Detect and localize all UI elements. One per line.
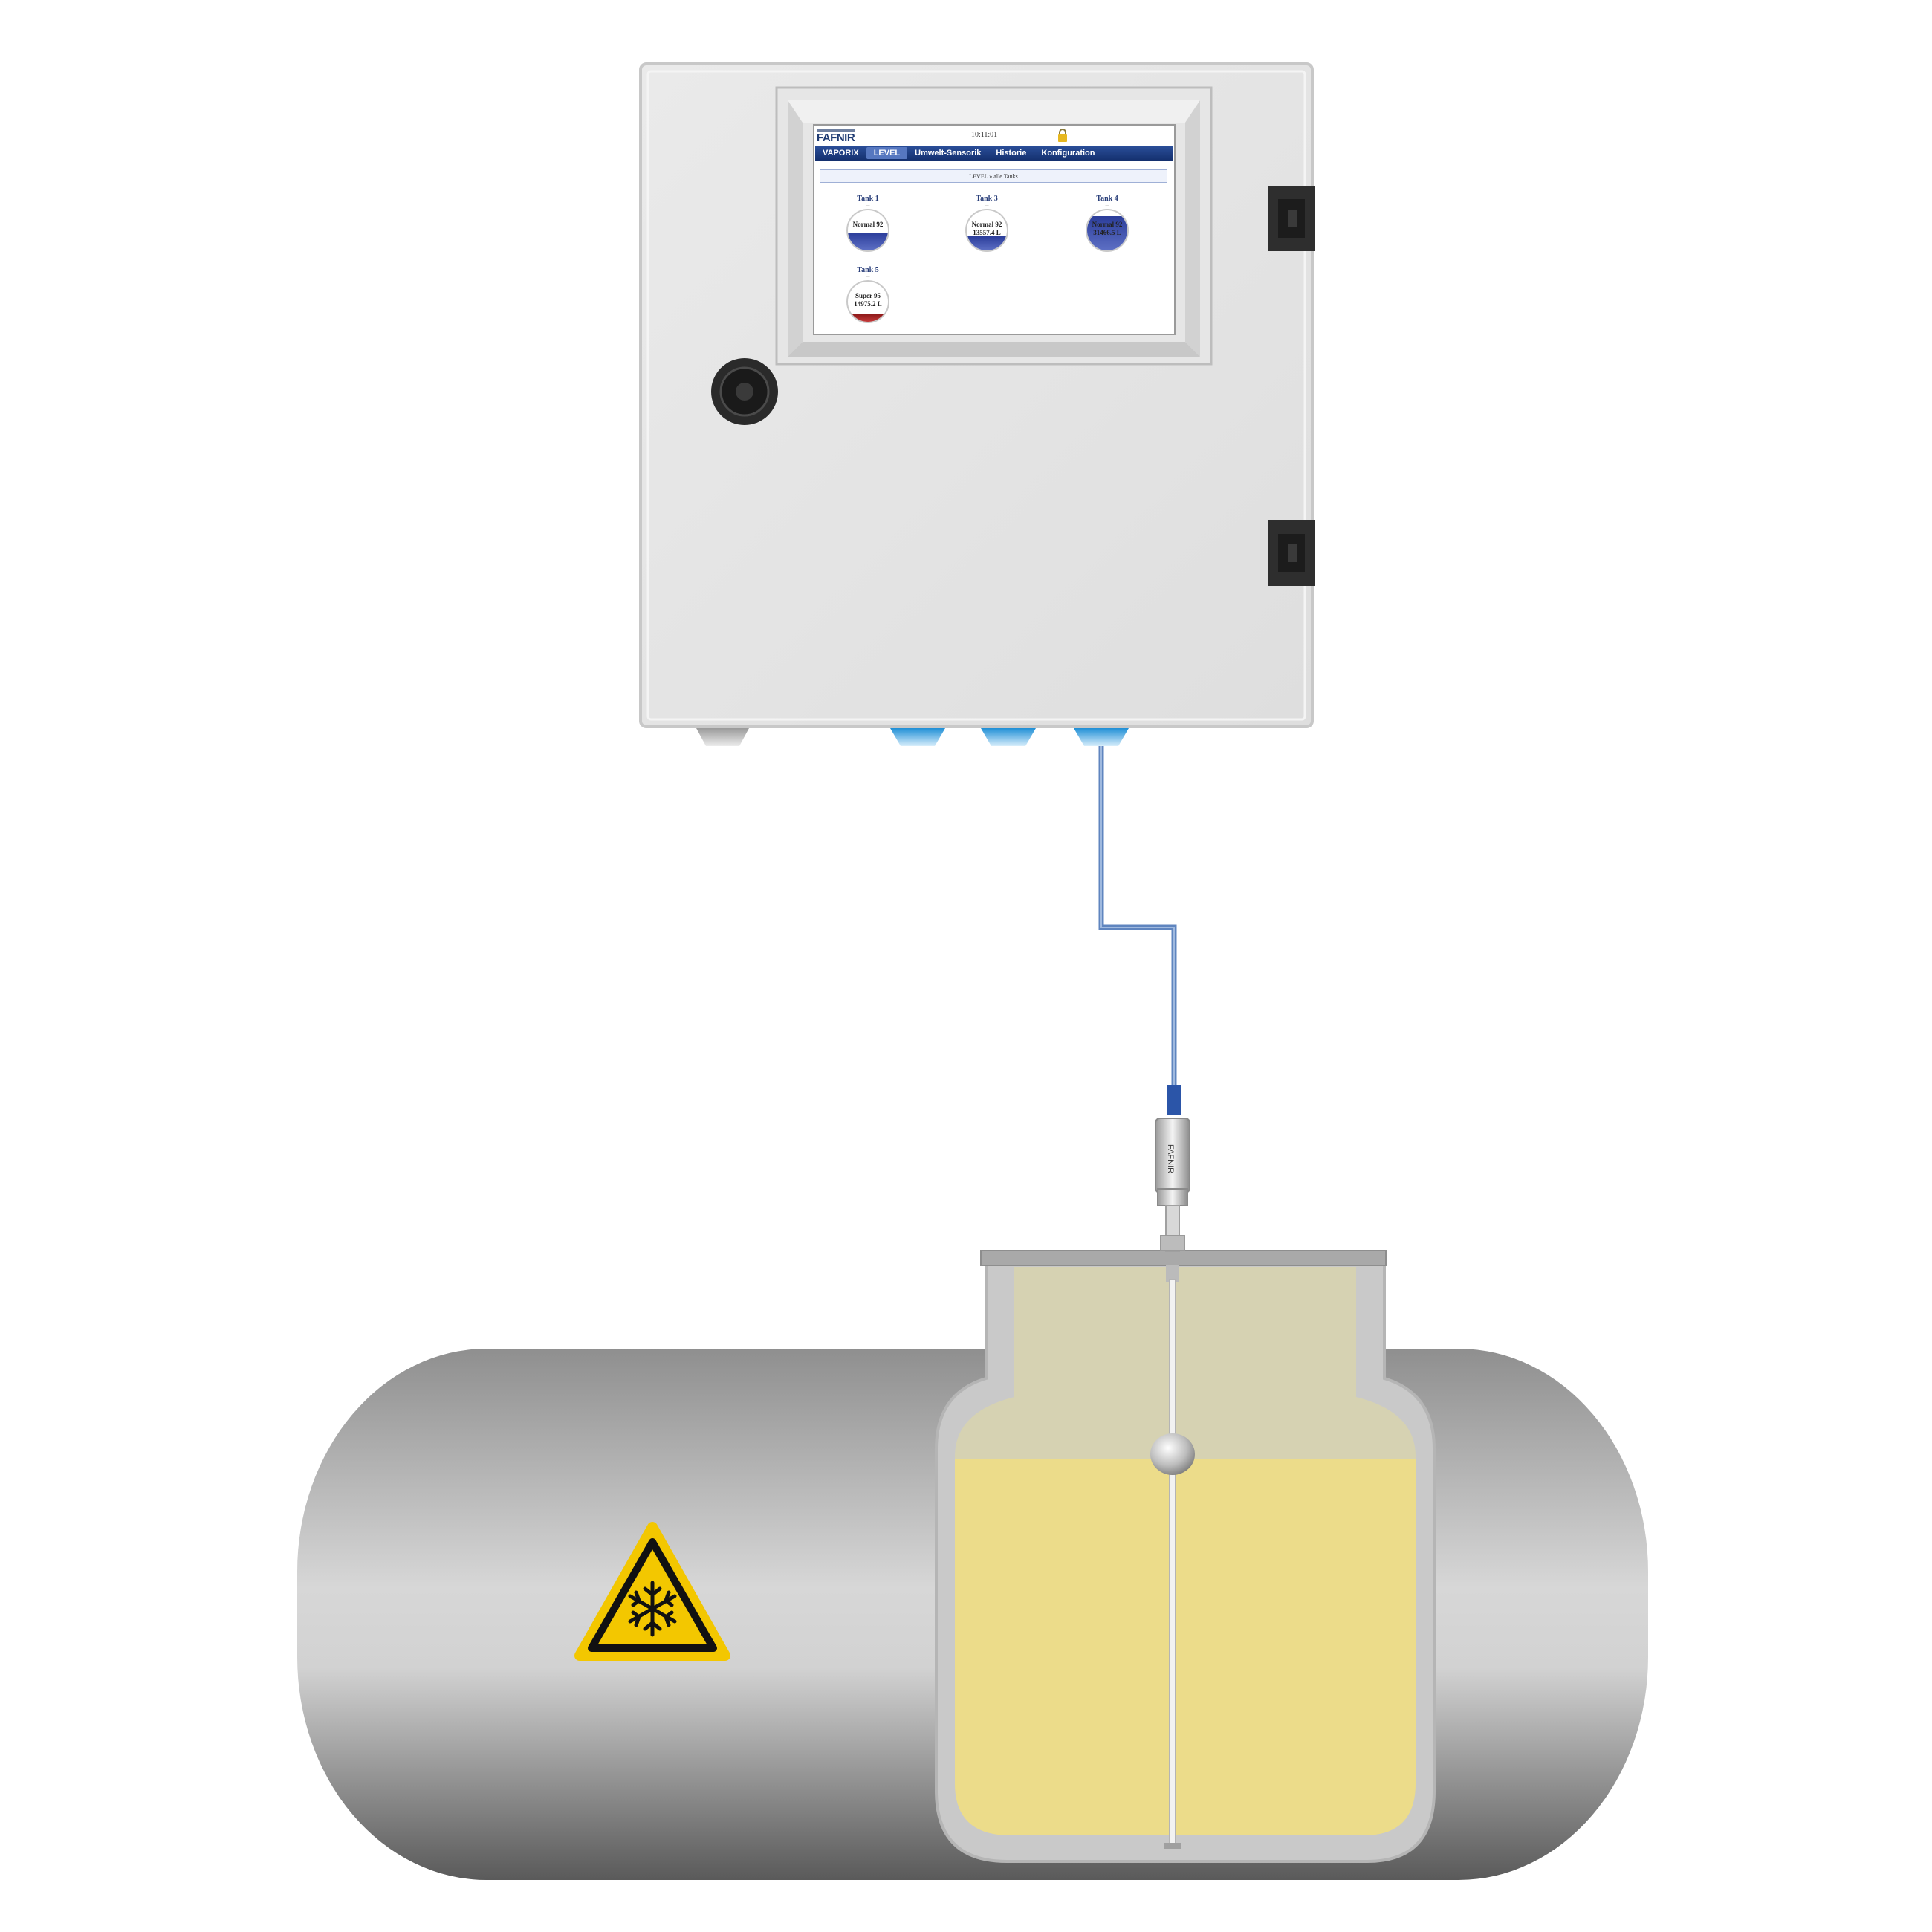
tank-volume: 14975.2 L [854, 300, 882, 308]
tank-cutaway [935, 1250, 1436, 1863]
hinge-icon [1268, 520, 1315, 586]
tank-gauge: Normal 92 [846, 209, 889, 252]
tank-fill [967, 236, 1007, 250]
tank-widget-1[interactable]: Tank 1 — Normal 92 [838, 195, 898, 266]
tank-volume: 13557.4 L [973, 229, 1001, 236]
hinge-icon [1268, 186, 1315, 251]
snowflake-icon [628, 1581, 677, 1637]
cable-gland [1074, 728, 1129, 746]
liquid [955, 1459, 1416, 1835]
tank-product: Normal 92 [1092, 221, 1123, 228]
tank-fill [848, 232, 888, 250]
display-header: FAFNIR 10:11:01 [815, 126, 1173, 146]
cable-gland [696, 728, 749, 746]
lock-icon[interactable] [1056, 128, 1069, 143]
tank-widget-5[interactable]: Tank 5 — Super 95 14975.2 L [838, 266, 898, 333]
cable-gland [981, 728, 1036, 746]
tank-gauge: Normal 92 31466.5 L [1086, 209, 1129, 252]
tank-product: Normal 92 [852, 221, 884, 228]
tank-gauge: Normal 92 13557.4 L [965, 209, 1008, 252]
tab-konfiguration[interactable]: Konfiguration [1041, 149, 1095, 158]
tank-widget-3[interactable]: Tank 3 — Normal 92 13557.4 L [957, 195, 1017, 266]
tab-level[interactable]: LEVEL [866, 147, 908, 159]
breadcrumb: LEVEL » alle Tanks [820, 169, 1167, 183]
tank-product: Super 95 [855, 292, 881, 299]
tank-fill [848, 314, 888, 322]
touch-display[interactable]: FAFNIR 10:11:01 VAPORIX LEVEL Umwelt-Sen… [815, 126, 1173, 333]
tank-widget-4[interactable]: Tank 4 — Normal 92 31466.5 L [1077, 195, 1137, 266]
tank-gauge: Super 95 14975.2 L [846, 280, 889, 323]
tank-name: Tank 1 [857, 195, 879, 203]
tank-volume: 31466.5 L [1093, 229, 1121, 236]
probe-brand-label: FAFNIR [1166, 1144, 1175, 1173]
tank-name: Tank 3 [976, 195, 998, 203]
cold-warning-icon [574, 1522, 730, 1661]
door-lock-icon[interactable] [711, 358, 778, 425]
tank-product: Normal 92 [971, 221, 1002, 228]
tab-vaporix[interactable]: VAPORIX [823, 149, 859, 158]
tab-umwelt-sensorik[interactable]: Umwelt-Sensorik [915, 149, 982, 158]
tank-fill [1087, 216, 1127, 250]
level-probe: FAFNIR [1150, 1118, 1195, 1849]
cable-gland [890, 728, 945, 746]
manhole-cover [980, 1250, 1387, 1266]
sensor-cable [1098, 746, 1181, 1115]
main-nav: VAPORIX LEVEL Umwelt-Sensorik Historie K… [815, 146, 1173, 161]
tank-name: Tank 5 [857, 266, 879, 274]
tank-name: Tank 4 [1096, 195, 1118, 203]
clock: 10:11:01 [971, 131, 998, 139]
tab-historie[interactable]: Historie [996, 149, 1027, 158]
brand-logo: FAFNIR [817, 129, 855, 146]
float-icon [1150, 1433, 1195, 1475]
